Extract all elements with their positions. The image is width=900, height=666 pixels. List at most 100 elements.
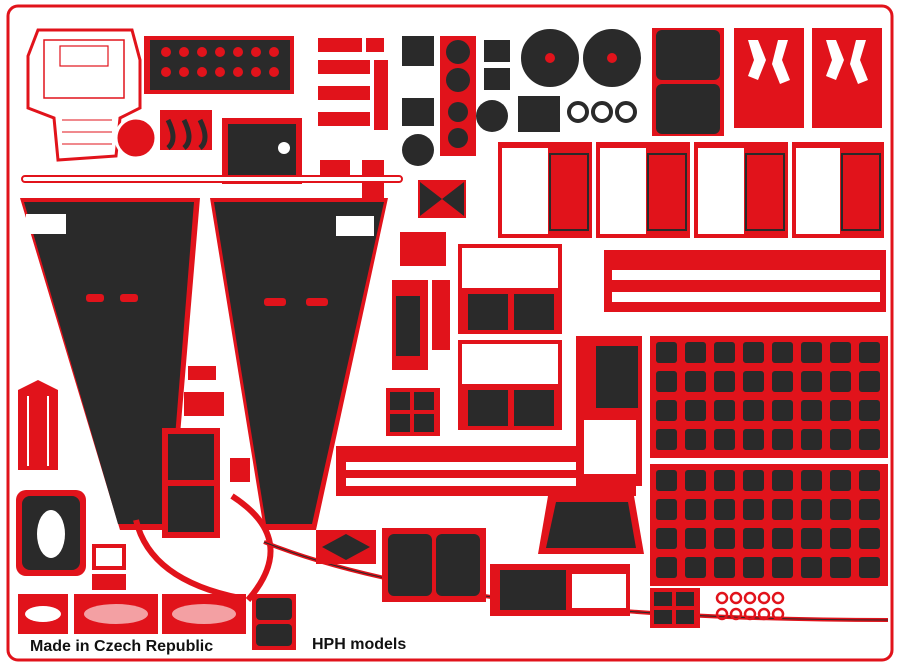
square-tile: [685, 557, 706, 578]
square-tile: [714, 429, 735, 450]
square-tile: [772, 429, 793, 450]
washer-ring: [715, 591, 729, 605]
oval-cutout-plates: [18, 594, 296, 650]
square-tile: [743, 528, 764, 549]
long-strip-part: [604, 250, 886, 312]
flap-panel-left: [20, 198, 200, 530]
washer-ring: [771, 607, 785, 621]
square-tile: [743, 470, 764, 491]
oval-hatch-part: [16, 490, 86, 576]
round-bezel-part: [114, 110, 212, 160]
square-tile: [714, 470, 735, 491]
flap-panel-right: [210, 198, 388, 530]
washer-ring: [715, 607, 729, 621]
square-tile: [859, 429, 880, 450]
washer-ring: [743, 591, 757, 605]
square-tile: [801, 400, 822, 421]
square-tile: [714, 528, 735, 549]
square-tile: [743, 342, 764, 363]
washer-ring: [743, 607, 757, 621]
square-tile: [772, 528, 793, 549]
square-tile: [656, 499, 677, 520]
origin-label: Made in Czech Republic: [30, 638, 214, 655]
small-black-tiles: [390, 296, 434, 432]
maker-label: HPH models: [312, 636, 407, 653]
washer-ring: [771, 591, 785, 605]
diamond-part: [316, 530, 376, 564]
square-grid-upper: [650, 336, 888, 458]
square-tile: [743, 557, 764, 578]
cockpit-frame-part: [26, 28, 142, 162]
square-tile: [685, 400, 706, 421]
square-tile: [685, 371, 706, 392]
square-tile: [743, 499, 764, 520]
box-hatch-part: [490, 564, 630, 616]
instrument-panel-part: [144, 36, 294, 94]
square-tile: [772, 470, 793, 491]
square-tile: [685, 499, 706, 520]
square-tile: [801, 528, 822, 549]
mini-tile-cluster: [650, 588, 700, 628]
door-stack-part: [162, 428, 220, 538]
square-tile: [859, 528, 880, 549]
bowtie-part: [418, 180, 466, 218]
square-tile: [656, 429, 677, 450]
square-tile: [714, 499, 735, 520]
gauge-disc-parts: [402, 27, 643, 166]
square-tile: [859, 342, 880, 363]
square-tile: [772, 342, 793, 363]
square-tile: [830, 429, 851, 450]
square-tile: [656, 342, 677, 363]
square-tile: [656, 557, 677, 578]
square-tile: [685, 342, 706, 363]
strip-part: [21, 175, 403, 183]
square-grid-lower: [650, 464, 888, 586]
square-tile: [859, 499, 880, 520]
washer-ring: [757, 591, 771, 605]
console-panel-part: [222, 118, 302, 184]
double-door-part: [382, 528, 486, 602]
small-red-plates: [92, 544, 126, 590]
trapezoid-hatch-part: [538, 496, 644, 554]
washer-ring: [729, 591, 743, 605]
square-tile: [830, 557, 851, 578]
square-tile: [656, 528, 677, 549]
square-tile: [859, 470, 880, 491]
square-tile: [801, 429, 822, 450]
square-tile: [830, 371, 851, 392]
square-tile: [714, 342, 735, 363]
square-tile: [830, 400, 851, 421]
kit-model-label: F 7F -3P: [42, 6, 119, 27]
square-tile: [772, 557, 793, 578]
square-tile: [772, 400, 793, 421]
door-panel-parts: [652, 28, 882, 136]
square-tile: [801, 557, 822, 578]
square-tile: [859, 371, 880, 392]
square-tile: [830, 499, 851, 520]
square-tile: [801, 342, 822, 363]
hatch-panel-parts: [458, 244, 562, 430]
square-tile: [830, 342, 851, 363]
kit-code-label: HPH 32045R: [746, 8, 831, 24]
square-tile: [685, 429, 706, 450]
square-tile: [830, 470, 851, 491]
tall-strut-part: [18, 380, 58, 470]
square-tile: [772, 499, 793, 520]
square-tile: [859, 557, 880, 578]
square-tile: [656, 371, 677, 392]
square-tile: [714, 400, 735, 421]
square-tile: [830, 528, 851, 549]
washer-ring: [729, 607, 743, 621]
square-tile: [801, 470, 822, 491]
square-tile: [714, 557, 735, 578]
square-tile: [656, 400, 677, 421]
white-panel-row: [498, 142, 884, 238]
side-panel-part: [576, 336, 642, 486]
square-tile: [685, 470, 706, 491]
square-tile: [772, 371, 793, 392]
square-tile: [859, 400, 880, 421]
square-tile: [801, 499, 822, 520]
square-tile: [743, 371, 764, 392]
